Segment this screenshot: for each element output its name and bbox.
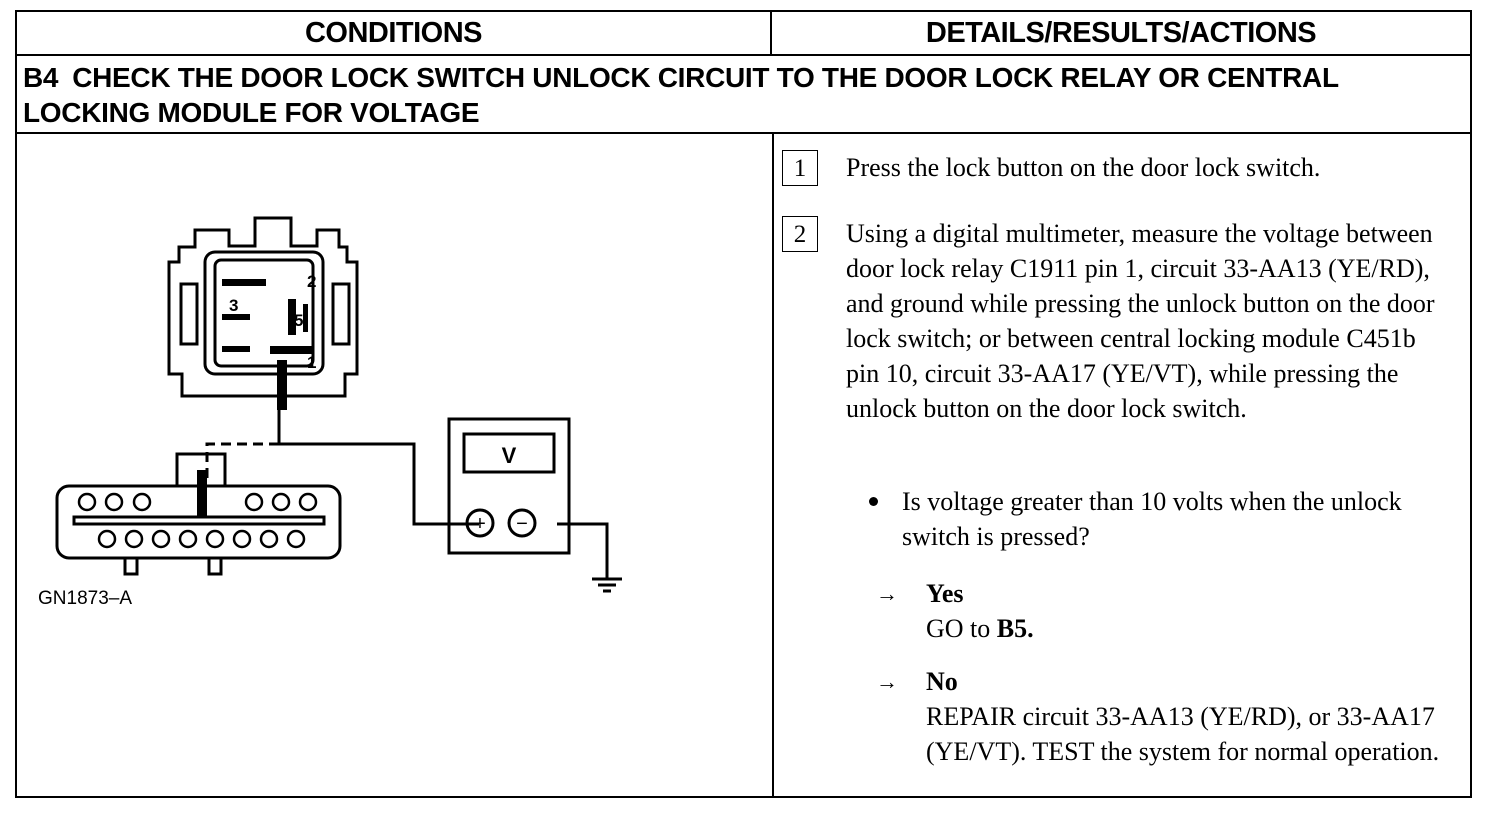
relay-probe-lead xyxy=(277,360,287,410)
relay-right-latch xyxy=(331,282,351,346)
outcome-action: REPAIR circuit 33-AA13 (YE/RD), or 33-AA… xyxy=(926,702,1440,766)
module-connector-foot-left xyxy=(123,556,139,576)
arrow-right-icon: → xyxy=(876,581,898,606)
outcome-label: No xyxy=(926,667,958,696)
outcome-action: GO to B5. xyxy=(926,611,1456,646)
module-pin-row-bottom xyxy=(97,529,306,549)
relay-pin-label-5: 5 xyxy=(294,311,303,330)
multimeter-display-label: V xyxy=(502,443,517,468)
relay-connector-housing xyxy=(203,250,325,376)
relay-pin-label-1: 1 xyxy=(307,353,316,372)
details-header: DETAILS/RESULTS/ACTIONS xyxy=(925,16,1317,49)
multimeter-display xyxy=(462,432,556,474)
conditions-cell: 2 3 5 1 xyxy=(17,134,772,798)
relay-terminal-5b xyxy=(303,304,308,332)
relay-connector-face xyxy=(213,258,315,368)
multimeter-body xyxy=(447,417,571,555)
step-number-box: 2 xyxy=(782,216,818,252)
relay-terminal-2 xyxy=(222,279,266,286)
step-text: Using a digital multimeter, measure the … xyxy=(846,219,1435,423)
step-text: Press the lock button on the door lock s… xyxy=(846,153,1321,182)
multimeter-plus-terminal xyxy=(465,508,495,538)
relay-terminal-1 xyxy=(270,346,314,354)
multimeter-minus-terminal xyxy=(507,508,537,538)
module-connector-bar xyxy=(72,515,326,526)
module-pin-row-top xyxy=(77,492,318,512)
conditions-header: CONDITIONS xyxy=(17,12,772,54)
dashed-jumper xyxy=(205,442,279,484)
relay-connector-body xyxy=(167,216,359,398)
question-text: Is voltage greater than 10 volts when th… xyxy=(902,487,1402,551)
relay-pin-label-2: 2 xyxy=(307,272,316,291)
multimeter-minus-label: − xyxy=(516,513,528,535)
relay-pin-label-3: 3 xyxy=(229,296,238,315)
step-number-box: 1 xyxy=(782,150,818,186)
relay-terminal-3 xyxy=(222,314,250,320)
step-title-text: CHECK THE DOOR LOCK SWITCH UNLOCK CIRCUI… xyxy=(23,62,1339,128)
ground-wire xyxy=(557,522,609,579)
column-divider xyxy=(772,134,774,798)
multimeter-plus-label: + xyxy=(474,513,486,535)
relay-terminal-4 xyxy=(222,346,250,352)
probe-wire xyxy=(277,404,479,526)
details-cell: 1 Press the lock button on the door lock… xyxy=(774,134,1470,798)
module-probe-lead xyxy=(197,470,207,516)
ground-symbol xyxy=(592,577,622,593)
go-to-text: GO to xyxy=(926,614,997,643)
bullet-icon xyxy=(869,497,878,506)
table-header-row: CONDITIONS DETAILS/RESULTS/ACTIONS xyxy=(17,12,1470,56)
figure-label: GN1873–A xyxy=(38,588,133,609)
outcome-label: Yes xyxy=(926,579,964,608)
arrow-right-icon: → xyxy=(876,669,898,694)
go-to-target: B5. xyxy=(996,614,1034,643)
step-id: B4 xyxy=(23,62,59,93)
wiring-diagram: 2 3 5 1 xyxy=(55,216,622,593)
relay-left-latch xyxy=(179,282,199,346)
module-connector-foot-right xyxy=(207,556,223,576)
relay-terminal-5 xyxy=(288,299,296,335)
